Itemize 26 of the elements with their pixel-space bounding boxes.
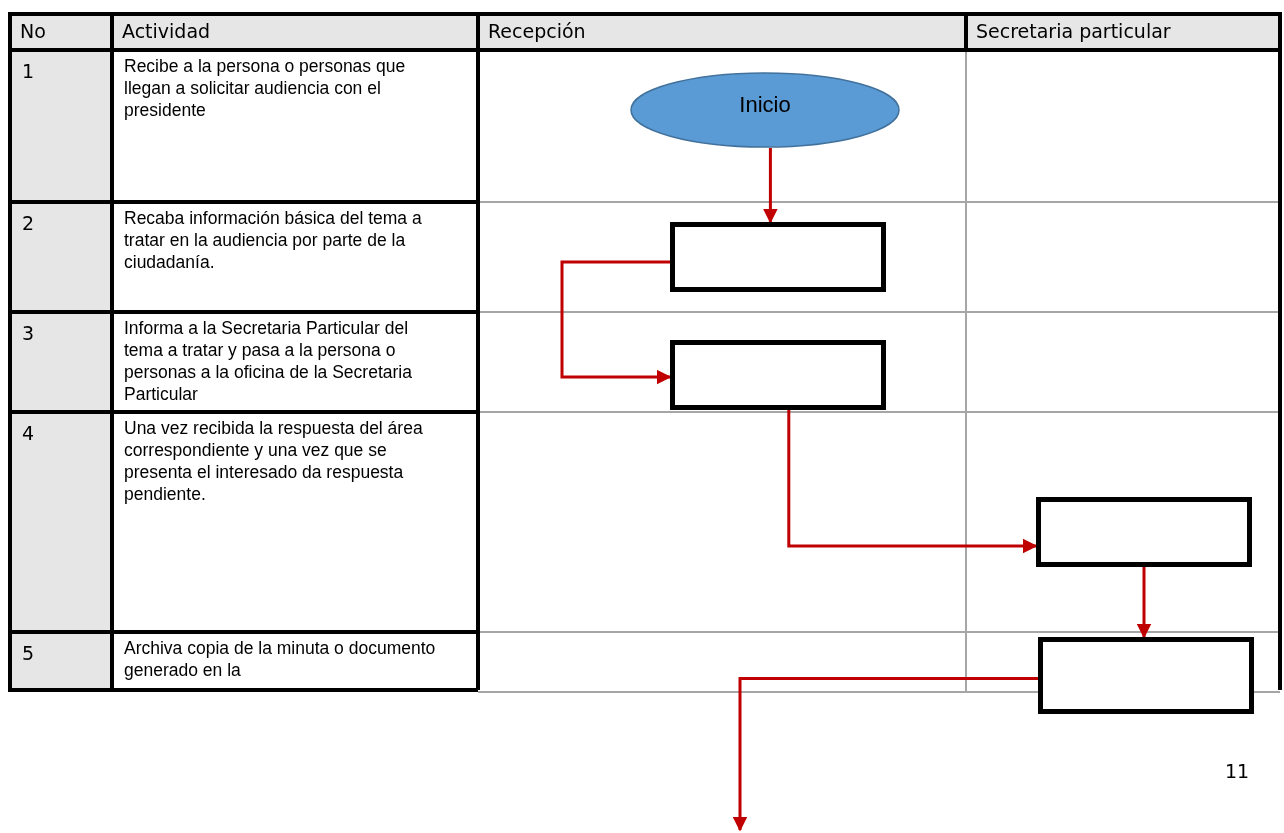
- row-number: 5: [22, 642, 36, 664]
- process-box: [1036, 497, 1252, 567]
- activity-text: Recaba información básica del tema a tratar en la audiencia por parte de la ciudadanía.: [124, 207, 423, 273]
- row-number: 4: [22, 422, 36, 444]
- column-header: No: [20, 20, 47, 42]
- column-header: Secretaria particular: [976, 20, 1172, 42]
- activity-text: Informa a la Secretaria Particular del tema a tratar y pasa a la persona o personas a la oficina de la Secretaria Particular: [124, 317, 413, 405]
- column-header: Actividad: [122, 20, 212, 42]
- process-box: [1038, 637, 1254, 714]
- activity-text: Recibe a la persona o personas que llegan a solicitar audiencia con el presidente: [124, 55, 407, 121]
- row-number: 3: [22, 322, 36, 344]
- arrow: [1136, 567, 1152, 639]
- start-ellipse: [630, 72, 900, 148]
- column-header: Recepción: [488, 20, 587, 42]
- activity-text: Archiva copia de la minuta o documento generado en la: [124, 637, 437, 681]
- arrow: [787, 410, 1038, 554]
- activity-text: Una vez recibida la respuesta del área correspondiente y una vez que se presenta el interesado da respuesta pendiente.: [124, 417, 424, 505]
- arrow: [732, 677, 1038, 832]
- process-box: [670, 340, 886, 410]
- process-box: [670, 222, 886, 292]
- arrow: [560, 260, 672, 385]
- row-number: 1: [22, 60, 36, 82]
- row-number: 2: [22, 212, 36, 234]
- page-number: 11: [1225, 760, 1251, 782]
- arrow: [762, 148, 778, 224]
- node-label: Inicio: [739, 92, 791, 118]
